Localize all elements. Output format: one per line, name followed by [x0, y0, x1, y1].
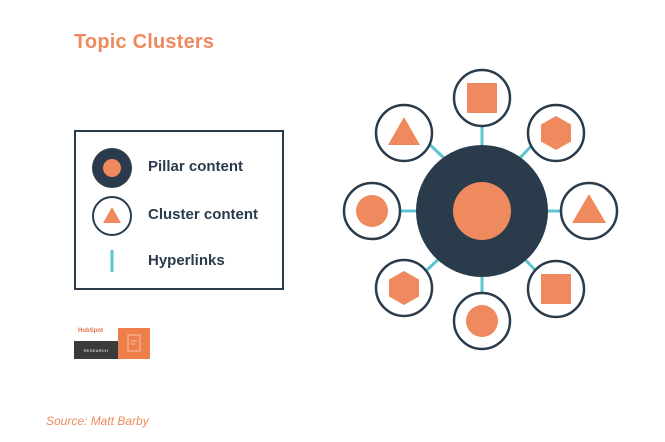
logo-research-bar: RESEARCH: [74, 341, 118, 359]
cluster-node-bottom-right: [526, 259, 586, 319]
cluster-node-bottom: [452, 291, 512, 351]
pillar-legend-symbol: [92, 148, 132, 188]
legend-box: Pillar content Cluster content Hyperlink…: [74, 130, 284, 290]
hyperlinks-label: Hyperlinks: [148, 252, 225, 269]
cluster-node-bottom-left: [374, 258, 434, 318]
topic-cluster-diagram: [342, 68, 619, 351]
logo-brand-text: HubSpot: [78, 328, 103, 334]
page-title: Topic Clusters: [74, 31, 215, 53]
cluster-node-top-left: [374, 103, 434, 163]
pillar-content-label: Pillar content: [148, 158, 244, 175]
cluster-node-right: [559, 181, 619, 241]
cluster-content-label: Cluster content: [148, 206, 259, 223]
hubspot-research-logo: HubSpot RESEARCH: [74, 326, 154, 362]
cluster-node-left: [342, 181, 402, 241]
pillar-node: [416, 145, 548, 277]
cluster-node-top: [452, 68, 512, 128]
legend-symbols: [92, 148, 132, 272]
cluster-legend-symbol: [92, 196, 132, 236]
cluster-node-top-right: [526, 103, 586, 163]
logo-orange-box: [118, 328, 150, 359]
logo-document-icon: [127, 334, 141, 352]
source-caption: Source: Matt Barby: [46, 414, 149, 428]
